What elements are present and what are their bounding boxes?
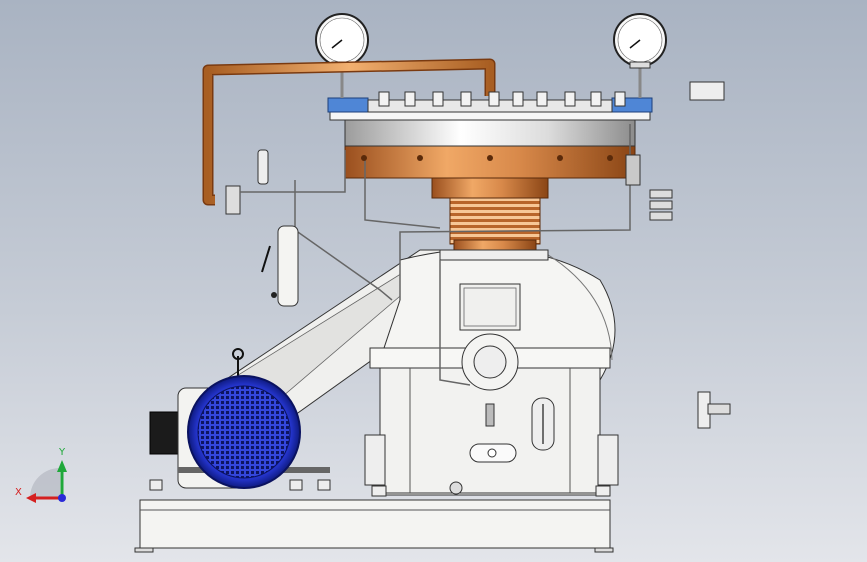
base-bolts (149, 479, 611, 497)
flange-bolt (614, 91, 626, 107)
flange-hole (607, 155, 613, 161)
flange-bolt (564, 91, 576, 107)
flange-bolt (460, 91, 472, 107)
pressure-gauge-left[interactable] (315, 13, 369, 98)
flange-bolt (512, 91, 524, 107)
copper-pipe (202, 58, 496, 215)
pressure-gauge-right[interactable] (613, 13, 667, 98)
cylinder-fins (439, 195, 549, 261)
crankcase (364, 248, 619, 496)
flange-bolt (378, 91, 390, 107)
flange-bolt (432, 91, 444, 107)
flange-hole (557, 155, 563, 161)
flange-bolt (404, 91, 416, 107)
coordinate-triad: Y X (15, 447, 67, 503)
diaphragm-head (327, 97, 653, 199)
triad-z-axis (58, 494, 66, 502)
triad-y-label: Y (58, 447, 66, 458)
fittings (257, 81, 731, 429)
triad-x-arrow (26, 493, 36, 503)
flange-bolt (488, 91, 500, 107)
base-skid (134, 499, 614, 553)
electric-motor (149, 348, 330, 489)
flange-bolt (536, 91, 548, 107)
flange-hole (417, 155, 423, 161)
flange-hole (361, 155, 367, 161)
triad-y-arrow (57, 460, 67, 472)
flange-hole (487, 155, 493, 161)
flange-bolt (590, 91, 602, 107)
triad-x-label: X (15, 487, 22, 498)
